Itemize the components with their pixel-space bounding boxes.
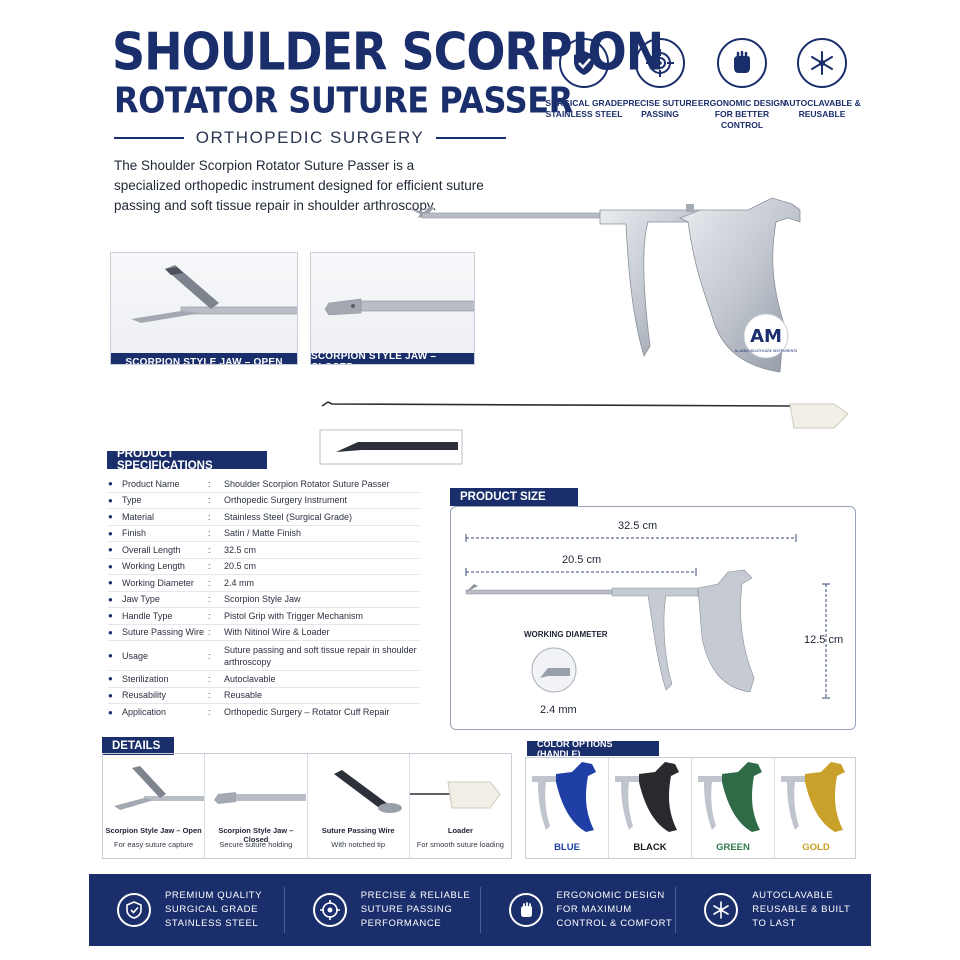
color-option-gold[interactable]: GOLD bbox=[775, 758, 857, 858]
photo-jaw-closed: SCORPION STYLE JAW – CLOSED bbox=[310, 252, 475, 365]
spec-row: ●Jaw Type:Scorpion Style Jaw bbox=[108, 592, 420, 608]
bullet-icon: ● bbox=[108, 479, 113, 489]
color-fill bbox=[639, 762, 679, 832]
target-icon bbox=[635, 38, 685, 88]
color-option-green[interactable]: GREEN bbox=[692, 758, 775, 858]
color-fill bbox=[722, 762, 762, 832]
bullet-icon: ● bbox=[108, 578, 113, 588]
instrument-main-image: AM AL-AMIA HEALTHCARE INSTRUMENTS bbox=[408, 197, 801, 373]
page-title-line2: ROTATOR SUTURE PASSER bbox=[114, 79, 573, 122]
shield-check-icon bbox=[117, 893, 151, 927]
height-label: 12.5 cm bbox=[804, 634, 844, 646]
feature-stainless-steel: SURGICAL GRADE STAINLESS STEEL bbox=[536, 38, 632, 120]
spec-row: ●Sterilization:Autoclavable bbox=[108, 671, 420, 688]
details-strip: Scorpion Style Jaw – Open For easy sutur… bbox=[102, 753, 512, 859]
bullet-icon: ● bbox=[108, 627, 113, 637]
page-title: SHOULDER SCORPION bbox=[112, 21, 664, 82]
feature-label: AUTOCLAVABLE & REUSABLE bbox=[783, 98, 861, 119]
jaw-open-thumb bbox=[113, 766, 204, 810]
subtitle-rule: ORTHOPEDIC SURGERY bbox=[114, 128, 506, 148]
bullet-icon: ● bbox=[108, 651, 113, 660]
brand-logo: AM bbox=[750, 326, 782, 347]
spec-row: ●Product Name:Shoulder Scorpion Rotator … bbox=[108, 476, 420, 493]
spec-row: ●Reusability:Reusable bbox=[108, 688, 420, 704]
autoclave-icon bbox=[797, 38, 847, 88]
spec-row: ●Working Diameter:2.4 mm bbox=[108, 575, 420, 592]
spec-row: ●Finish:Satin / Matte Finish bbox=[108, 526, 420, 542]
feature-precise-passing: PRECISE SUTURE PASSING bbox=[612, 38, 708, 120]
intro-text: The Shoulder Scorpion Rotator Suture Pas… bbox=[114, 158, 484, 213]
handle-blue-image bbox=[532, 762, 596, 832]
color-fill bbox=[805, 762, 845, 832]
bullet-icon: ● bbox=[108, 495, 113, 505]
bullet-icon: ● bbox=[108, 594, 113, 604]
jaw-closed-image bbox=[324, 298, 474, 316]
autoclave-icon bbox=[704, 893, 739, 927]
jaw-closed-thumb bbox=[213, 792, 306, 804]
specs-table: ●Product Name:Shoulder Scorpion Rotator … bbox=[108, 476, 420, 721]
color-options: BLUE BLACK GREEN GOLD bbox=[525, 757, 856, 859]
spec-row: ●Suture Passing Wire:With Nitinol Wire &… bbox=[108, 625, 420, 641]
bullet-icon: ● bbox=[108, 707, 113, 717]
brand-logo-tagline: AL-AMIA HEALTHCARE INSTRUMENTS bbox=[735, 349, 798, 353]
spec-row: ●Material:Stainless Steel (Surgical Grad… bbox=[108, 509, 420, 526]
handle-green-image bbox=[698, 762, 762, 832]
bullet-icon: ● bbox=[108, 690, 113, 700]
working-diameter-label: WORKING DIAMETER bbox=[524, 630, 608, 639]
bullet-icon: ● bbox=[108, 611, 113, 621]
shield-check-icon bbox=[559, 38, 609, 88]
target-icon bbox=[312, 893, 347, 927]
jaw-open-caption: SCORPION STYLE JAW – OPEN bbox=[111, 353, 297, 364]
detail-jaw-open: Scorpion Style Jaw – Open For easy sutur… bbox=[103, 754, 206, 858]
working-diameter-value: 2.4 mm bbox=[540, 704, 577, 716]
color-option-black[interactable]: BLACK bbox=[609, 758, 692, 858]
detail-loader: Loader For smooth suture loading bbox=[410, 754, 511, 858]
details-heading: DETAILS bbox=[102, 737, 174, 755]
spec-row: ●Handle Type:Pistol Grip with Trigger Me… bbox=[108, 608, 420, 625]
spec-row: ●Usage:Suture passing and soft tissue re… bbox=[108, 641, 420, 671]
colors-heading: COLOR OPTIONS (HANDLE) bbox=[527, 739, 659, 759]
bullet-icon: ● bbox=[108, 561, 113, 571]
bullet-icon: ● bbox=[108, 545, 113, 555]
spec-row: ●Type:Orthopedic Surgery Instrument bbox=[108, 493, 420, 509]
size-diagram bbox=[465, 534, 830, 699]
spec-row: ●Working Length:20.5 cm bbox=[108, 559, 420, 575]
handle-black-image bbox=[615, 762, 679, 832]
feature-label: ERGONOMIC DESIGN FOR BETTER CONTROL bbox=[697, 98, 787, 130]
handle-gold-image bbox=[781, 762, 845, 832]
suture-wire-image bbox=[319, 401, 849, 465]
working-length-label: 20.5 cm bbox=[562, 554, 602, 566]
specs-heading: PRODUCT SPECIFICATIONS bbox=[107, 448, 267, 472]
spec-row: ●Application:Orthopedic Surgery – Rotato… bbox=[108, 707, 390, 718]
overall-length-label: 32.5 cm bbox=[618, 520, 658, 532]
bullet-icon: ● bbox=[108, 528, 113, 538]
size-heading: PRODUCT SIZE bbox=[450, 488, 578, 506]
bullet-icon: ● bbox=[108, 674, 113, 684]
feature-label: PRECISE SUTURE PASSING bbox=[622, 98, 698, 119]
detail-suture-wire: Suture Passing Wire With notched tip bbox=[308, 754, 410, 858]
product-size-box bbox=[450, 506, 856, 730]
feature-ergonomic: ERGONOMIC DESIGN FOR BETTER CONTROL bbox=[694, 38, 790, 131]
spec-row: ●Overall Length:32.5 cm bbox=[108, 542, 420, 559]
photo-jaw-open: SCORPION STYLE JAW – OPEN bbox=[110, 252, 298, 365]
jaw-closed-caption: SCORPION STYLE JAW – CLOSED bbox=[311, 351, 474, 364]
color-fill bbox=[556, 762, 596, 832]
page-subtitle: ORTHOPEDIC SURGERY bbox=[195, 128, 425, 147]
color-option-blue[interactable]: BLUE bbox=[526, 758, 609, 858]
detail-jaw-closed: Scorpion Style Jaw – Closed Secure sutur… bbox=[205, 754, 308, 858]
feature-label: SURGICAL GRADE STAINLESS STEEL bbox=[545, 98, 623, 119]
suture-wire-thumb bbox=[334, 770, 403, 813]
hand-grip-icon bbox=[717, 38, 767, 88]
hand-grip-icon bbox=[508, 893, 543, 927]
jaw-open-image bbox=[131, 265, 297, 323]
bullet-icon: ● bbox=[108, 512, 113, 522]
loader-thumb bbox=[410, 781, 502, 809]
feature-autoclavable: AUTOCLAVABLE & REUSABLE bbox=[774, 38, 870, 120]
